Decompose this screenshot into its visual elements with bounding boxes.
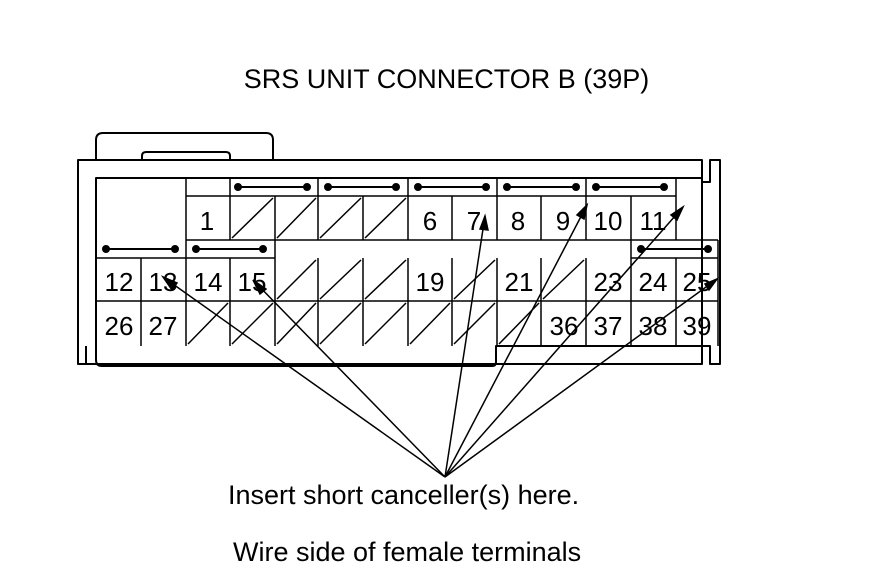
arrow-to-25 xyxy=(444,278,718,478)
terminal-label: 10 xyxy=(594,206,623,236)
view-note: Wire side of female terminals xyxy=(233,537,582,567)
terminal-label: 19 xyxy=(416,267,445,297)
diagram-title: SRS UNIT CONNECTOR B (39P) xyxy=(243,64,650,94)
terminal-label: 37 xyxy=(594,311,623,341)
terminal-label: 1 xyxy=(200,206,214,236)
arrowhead xyxy=(160,275,179,292)
terminal-label: 25 xyxy=(683,267,712,297)
arrowhead xyxy=(478,213,489,231)
terminal-label: 36 xyxy=(550,311,579,341)
terminal-label: 26 xyxy=(105,311,134,341)
terminal-label: 7 xyxy=(467,206,481,236)
terminal-label: 8 xyxy=(511,206,525,236)
arrow-to-7 xyxy=(444,215,486,478)
arrowhead xyxy=(669,204,685,222)
terminal-label: 9 xyxy=(556,206,570,236)
terminal-label: 27 xyxy=(149,311,178,341)
short-bars xyxy=(102,183,712,253)
terminal-label: 12 xyxy=(105,267,134,297)
instruction-text: Insert short canceller(s) here. xyxy=(228,480,580,510)
arrow-to-13 xyxy=(162,276,446,478)
terminal-label: 14 xyxy=(194,267,223,297)
arrowhead xyxy=(252,279,268,296)
arrowhead xyxy=(703,277,720,292)
terminal-label: 11 xyxy=(640,206,667,236)
terminal-label: 39 xyxy=(683,311,712,341)
terminal-label: 21 xyxy=(505,267,534,297)
arrow-to-9 xyxy=(444,204,588,478)
canceller-pointer-arrows xyxy=(160,202,720,478)
arrow-to-11 xyxy=(444,206,684,478)
latch-slot xyxy=(141,151,231,160)
terminal-label: 6 xyxy=(423,206,437,236)
connector-inner-outline xyxy=(95,177,703,367)
terminal-label: 24 xyxy=(639,267,668,297)
blank-cavity-hatch xyxy=(187,197,585,345)
connector-latch xyxy=(95,132,274,160)
cavity-grid xyxy=(95,178,719,346)
arrowhead xyxy=(575,202,589,221)
arrow-to-15 xyxy=(252,279,446,478)
